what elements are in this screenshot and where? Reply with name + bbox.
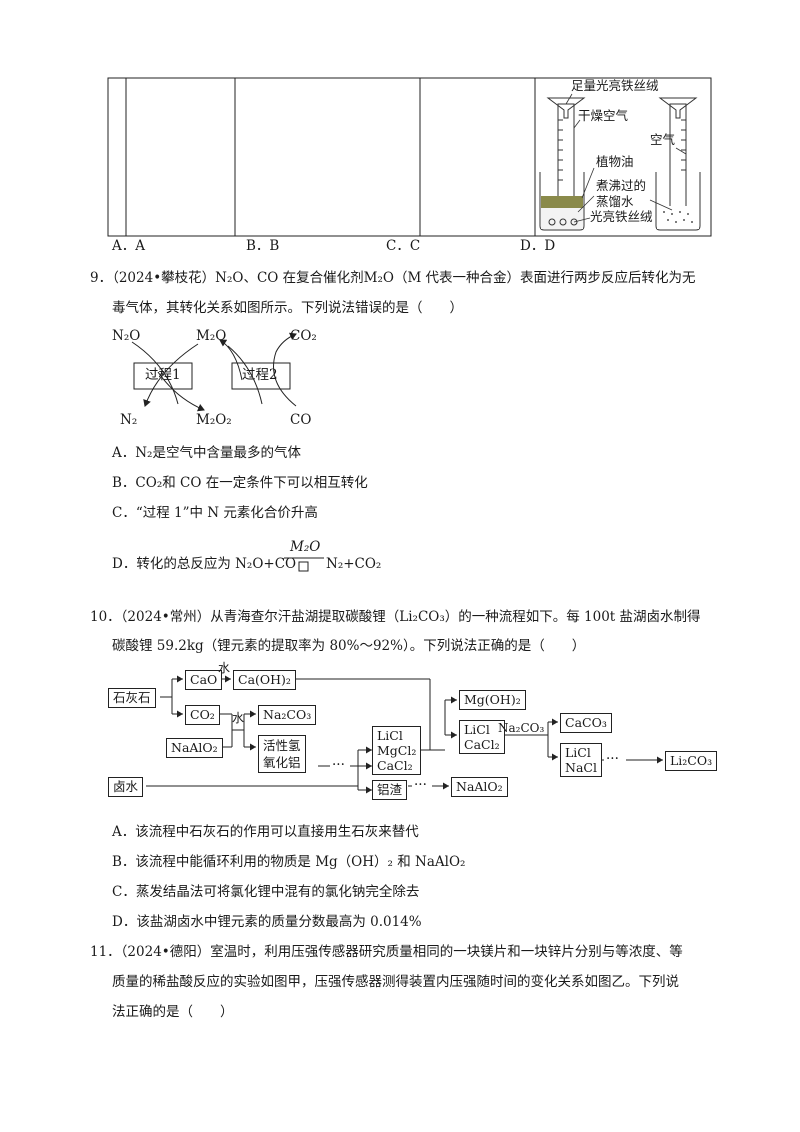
flow-mix-mgcl2: MgCl₂ xyxy=(377,743,417,758)
q10-stem-line1: 10．（2024•常州）从青海查尔汗盐湖提取碳酸锂（Li₂CO₃）的一种流程如下… xyxy=(90,609,701,625)
label-iron-wool-top: 足量光亮铁丝绒 xyxy=(571,78,659,93)
q8-option-a[interactable]: A．A xyxy=(112,238,145,254)
flow-activated-alumina: 活性氢 氧化铝 xyxy=(258,735,306,773)
flow-co2: CO₂ xyxy=(185,705,220,725)
q9-process1: 过程1 xyxy=(145,367,181,383)
flow-dots-2: ··· xyxy=(414,777,427,793)
flow-caoh2: Ca(OH)₂ xyxy=(233,670,296,690)
q9-n2o: N₂O xyxy=(112,328,141,344)
q11-stem-line2: 质量的稀盐酸反应的实验如图甲，压强传感器测得装置内压强随时间的变化关系如图乙。下… xyxy=(112,974,679,990)
flow-li2co3: Li₂CO₃ xyxy=(665,751,718,771)
flow-mix-cacl2: CaCl₂ xyxy=(377,758,413,773)
flow-licl-cacl2: LiCl CaCl₂ xyxy=(459,720,505,754)
q8-option-b[interactable]: B．B xyxy=(246,238,280,254)
q9-option-d-catalyst: M₂O xyxy=(290,539,321,555)
q9-option-d-products: N₂+CO₂ xyxy=(326,556,382,572)
flow-lc-licl: LiCl xyxy=(464,722,490,737)
flow-aluminum-slag: 铝渣 xyxy=(372,780,408,800)
q9-co: CO xyxy=(290,412,312,428)
q9-option-b[interactable]: B．CO₂和 CO 在一定条件下可以相互转化 xyxy=(112,475,368,491)
q9-stem-line2: 毒气体，其转化关系如图所示。下列说法错误的是（ ） xyxy=(112,300,463,316)
q9-option-d-reaction-bar xyxy=(284,557,324,572)
q9-n2: N₂ xyxy=(120,412,138,428)
flow-dots-3: ··· xyxy=(606,751,619,767)
label-boiled: 煮沸过的 xyxy=(596,178,647,193)
q9-option-a[interactable]: A．N₂是空气中含量最多的气体 xyxy=(112,445,301,461)
q8-option-d[interactable]: D．D xyxy=(520,238,556,254)
q8-option-c[interactable]: C．C xyxy=(386,238,421,254)
iron-rust-experiment-diagram xyxy=(539,93,701,231)
label-air: 空气 xyxy=(650,132,676,147)
q9-m2o2: M₂O₂ xyxy=(196,412,232,428)
flow-limestone: 石灰石 xyxy=(108,688,156,708)
q9-option-d-prefix[interactable]: D．转化的总反应为 N₂O+CO xyxy=(112,556,297,572)
q10-option-c[interactable]: C．蒸发结晶法可将氯化锂中混有的氯化钠完全除去 xyxy=(112,884,420,900)
flow-water1: 水 xyxy=(218,661,231,675)
q9-option-c[interactable]: C．“过程 1”中 N 元素化合价升高 xyxy=(112,505,318,521)
flow-licl-nacl: LiCl NaCl xyxy=(560,743,602,777)
flow-caco3: CaCO₃ xyxy=(560,713,612,733)
q8-table xyxy=(107,77,712,237)
q11-stem-line3: 法正确的是（ ） xyxy=(112,1004,234,1020)
q10-option-a[interactable]: A．该流程中石灰石的作用可以直接用生石灰来替代 xyxy=(112,824,419,840)
flow-mixture: LiCl MgCl₂ CaCl₂ xyxy=(372,726,422,775)
q9-m2o: M₂O xyxy=(196,328,227,344)
label-iron-wool-bottom: 光亮铁丝绒 xyxy=(590,209,653,224)
q10-stem-line2: 碳酸锂 59.2kg（锂元素的提取率为 80%～92%）。下列说法正确的是（ ） xyxy=(112,638,586,654)
flow-mix-licl: LiCl xyxy=(377,728,403,743)
flow-na2co3-1: Na₂CO₃ xyxy=(258,705,317,725)
q11-stem-line1: 11．（2024•德阳）室温时，利用压强传感器研究质量相同的一块镁片和一块锌片分… xyxy=(90,944,683,960)
flow-ln-licl: LiCl xyxy=(565,745,591,760)
label-distilled: 蒸馏水 xyxy=(596,194,634,209)
q10-option-d[interactable]: D．该盐湖卤水中锂元素的质量分数最高为 0.014% xyxy=(112,914,422,930)
q9-process2: 过程2 xyxy=(242,367,278,383)
label-dry-air: 干燥空气 xyxy=(578,108,629,123)
q9-stem-line1: 9．（2024•攀枝花）N₂O、CO 在复合催化剂M₂O（M 代表一种合金）表面… xyxy=(90,270,696,286)
q10-flow-lines xyxy=(146,675,663,794)
q10-option-b[interactable]: B．该流程中能循环利用的物质是 Mg（OH）₂ 和 NaAlO₂ xyxy=(112,854,466,870)
flow-dots-1: ··· xyxy=(332,757,345,773)
q9-conversion-diagram xyxy=(131,332,297,412)
flow-lc-cacl2: CaCl₂ xyxy=(464,737,500,752)
q9-co2: CO₂ xyxy=(290,328,317,344)
flow-alumina-line1: 活性氢 xyxy=(263,738,301,753)
flow-naalo2-in: NaAlO₂ xyxy=(166,738,223,758)
flow-ln-nacl: NaCl xyxy=(565,760,597,775)
flow-water2: 水 xyxy=(232,711,245,725)
flow-naalo2-out: NaAlO₂ xyxy=(451,777,508,797)
label-veg-oil: 植物油 xyxy=(596,154,634,169)
flow-cao: CaO xyxy=(185,670,223,690)
flow-na2co3-2: Na₂CO₃ xyxy=(498,721,545,735)
flow-brine: 卤水 xyxy=(108,777,144,797)
flow-alumina-line2: 氧化铝 xyxy=(263,755,301,770)
flow-mgoh2: Mg(OH)₂ xyxy=(459,690,526,710)
